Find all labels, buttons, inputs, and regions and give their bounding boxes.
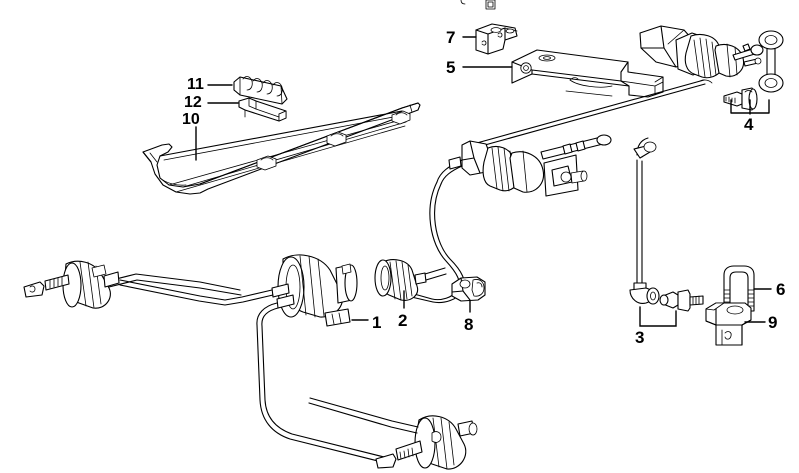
- part-8-clip: [451, 276, 486, 302]
- callout-label-12: 12: [184, 94, 202, 111]
- part-1-cylinder-left: [119, 254, 393, 465]
- part-7-bracket-small: [475, 23, 518, 55]
- part-9-clamp-block: [705, 302, 752, 346]
- callout-label-11: 11: [187, 76, 204, 93]
- callout-leaders: [195, 36, 772, 323]
- cylinder-bottom: [308, 397, 478, 470]
- callout-label-6: 6: [776, 280, 786, 299]
- part-top-cutoff-fastener: [460, 0, 496, 10]
- cylinder-far-left: [23, 260, 242, 309]
- part-11-clip-strip: [233, 76, 288, 105]
- part-3-fitting-and-screw: [629, 137, 704, 327]
- callout-label-7: 7: [446, 28, 456, 47]
- part-2-bellows: [374, 259, 447, 301]
- callout-label-1: 1: [372, 313, 382, 332]
- callout-label-10: 10: [182, 111, 200, 128]
- part-10-cover-rail: [142, 102, 421, 195]
- part-4-link-assembly: [639, 25, 784, 111]
- callout-label-2: 2: [398, 311, 408, 330]
- cylinder-top-right: [639, 25, 764, 79]
- cylinder-center-right: [436, 134, 612, 197]
- part-12-retainer-channel: [238, 97, 287, 122]
- part-5-bracket-large: [511, 49, 664, 98]
- callout-label-3: 3: [635, 328, 645, 347]
- part-4-bolt: [723, 87, 758, 111]
- callout-label-5: 5: [446, 58, 456, 77]
- connecting-rod-upper: [465, 79, 713, 151]
- callout-label-4: 4: [744, 115, 754, 134]
- callout-label-8: 8: [464, 315, 474, 334]
- callout-label-9: 9: [768, 313, 778, 332]
